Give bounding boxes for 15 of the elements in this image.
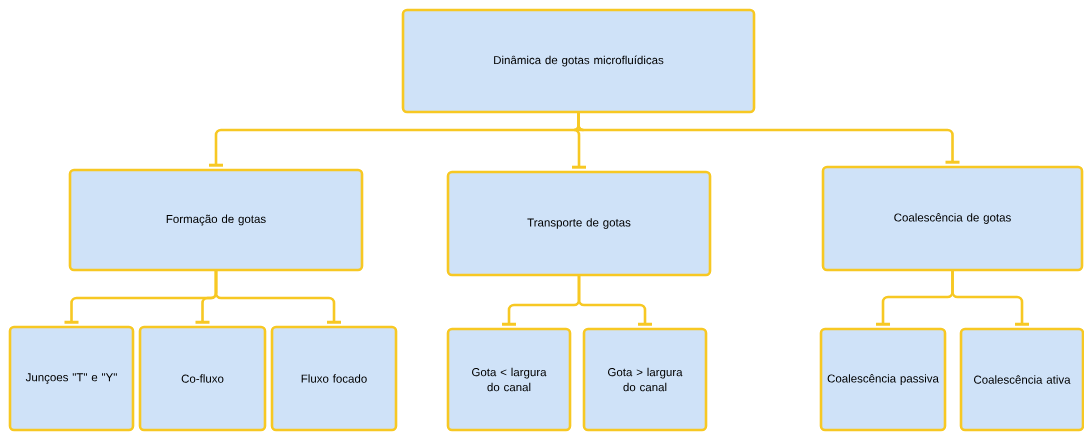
topic-box: Coalescência passiva <box>819 327 947 432</box>
topic-box: Formação de gotas <box>68 168 364 272</box>
connector <box>577 112 960 164</box>
topic-box: Transporte de gotas <box>446 170 712 277</box>
topic-box: Co-fluxo <box>138 325 267 432</box>
topic-box: Fluxo focado <box>270 325 398 432</box>
connector <box>214 270 341 324</box>
topic-box: Coalescência de gotas <box>821 165 1084 272</box>
topic-box: Gota < largura do canal <box>446 327 572 432</box>
connector <box>577 275 652 326</box>
topic-box: Dinâmica de gotas microfluídicas <box>401 8 756 114</box>
topic-box: Gota > largura do canal <box>582 327 708 432</box>
connector <box>951 270 1029 326</box>
topic-box: Coalescência ativa <box>959 327 1084 432</box>
topic-box: Junçoes "T" e "Y" <box>8 325 135 432</box>
